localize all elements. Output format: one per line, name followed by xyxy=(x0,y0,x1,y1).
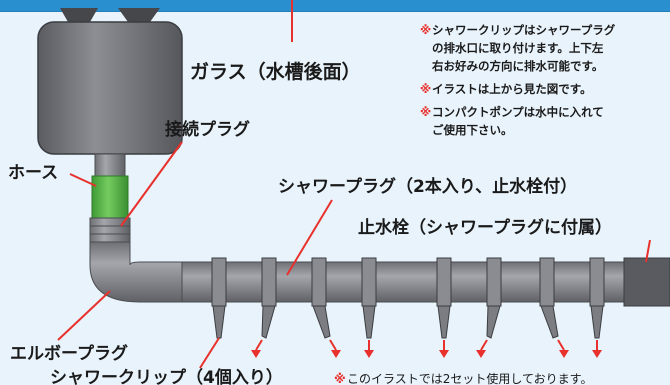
arrow-down-icon xyxy=(329,339,341,358)
arrow-down-icon xyxy=(592,340,602,358)
shower-clip xyxy=(539,257,559,339)
leader-line-connector xyxy=(120,141,183,227)
note-1-line-2: の排水口に取り付けます。上下左 xyxy=(432,41,604,55)
arrow-down-icon xyxy=(364,340,374,358)
arrow-down-icon xyxy=(557,339,569,358)
label-glass: ガラス（水槽後面） xyxy=(190,60,361,83)
compact-pump xyxy=(37,21,183,155)
note-3-line-2: ご使用下さい。 xyxy=(432,123,513,137)
shower-clip xyxy=(311,257,331,339)
suction-cup-left xyxy=(60,8,98,22)
label-shower-plug: シャワープラグ（2本入り、止水栓付） xyxy=(278,176,577,197)
water-flow-arrows xyxy=(251,339,602,358)
shower-clip xyxy=(436,257,452,339)
note-mark: ※ xyxy=(420,23,431,37)
label-stopcock: 止水栓（シャワープラグに付属） xyxy=(358,217,612,238)
label-hose: ホース xyxy=(8,163,58,183)
leader-line-stopcock xyxy=(645,239,651,263)
note-2: イラストは上から見た図です。 xyxy=(432,82,592,96)
label-connector-plug: 接続プラグ xyxy=(165,119,250,140)
shower-clip xyxy=(261,257,277,339)
notes-block: ※ シャワークリップはシャワープラグ の排水口に取り付けます。上下左 右お好みの… xyxy=(420,23,616,137)
shower-clip xyxy=(361,257,377,339)
shower-clip xyxy=(486,257,502,339)
shower-clips xyxy=(211,257,605,339)
leader-line-hose xyxy=(69,173,97,187)
stopcock xyxy=(623,257,670,307)
leader-line-shower-plug xyxy=(286,199,333,276)
note-3-line-1: コンパクトポンプは水中に入れて xyxy=(432,105,604,119)
note-mark: ※ xyxy=(420,82,431,96)
arrow-down-icon xyxy=(439,340,449,358)
glass-band xyxy=(0,0,670,12)
note-1-line-3: 右お好みの方向に排水可能です。 xyxy=(431,59,603,73)
label-shower-clip: シャワークリップ（4個入り） xyxy=(50,367,283,385)
note-bottom: このイラストでは2セット使用しております。 xyxy=(347,371,592,385)
leader-line-clip xyxy=(199,337,220,369)
hose xyxy=(91,175,129,219)
shower-clip xyxy=(211,257,227,339)
note-mark: ※ xyxy=(334,372,346,385)
note-1-line-1: シャワークリップはシャワープラグ xyxy=(432,23,616,37)
suction-cup-right xyxy=(118,8,160,22)
shower-plug xyxy=(181,261,625,303)
note-mark: ※ xyxy=(420,105,431,119)
label-elbow-plug: エルボープラグ xyxy=(10,343,128,364)
shower-clip xyxy=(589,257,605,339)
leader-line-elbow xyxy=(57,290,111,341)
arrow-down-icon xyxy=(251,339,263,358)
arrow-down-icon xyxy=(476,339,488,358)
